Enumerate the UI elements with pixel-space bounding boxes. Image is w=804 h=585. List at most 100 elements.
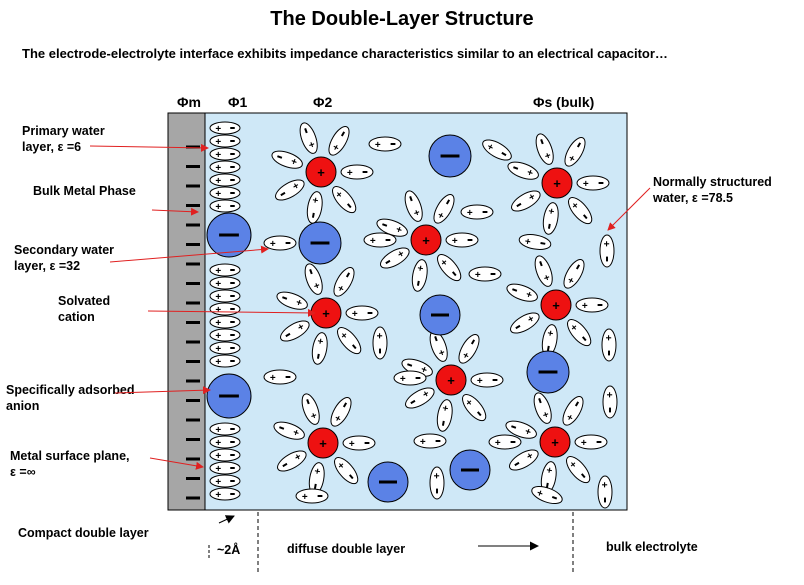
water-molecule: + xyxy=(271,150,303,169)
water-molecule: + xyxy=(506,283,538,302)
water-molecule: + xyxy=(209,487,241,501)
svg-text:+: + xyxy=(347,168,353,179)
water-molecule: + xyxy=(468,266,502,282)
pointer-arrow xyxy=(109,245,269,263)
svg-text:+: + xyxy=(436,348,448,357)
water-molecule: + xyxy=(509,449,539,471)
water-molecule: + xyxy=(209,448,241,462)
water-molecule: + xyxy=(276,291,308,310)
water-molecule: + xyxy=(337,327,362,355)
cation: + xyxy=(305,156,337,188)
label-solvated-line1: Solvated xyxy=(58,294,111,308)
water-molecule: + xyxy=(437,254,462,282)
anion xyxy=(206,373,252,419)
svg-text:+: + xyxy=(437,257,449,269)
water-molecule: + xyxy=(393,370,427,386)
svg-text:+: + xyxy=(603,392,614,398)
water-molecule: + xyxy=(299,122,319,154)
label-primary-water-line2: layer, ε =6 xyxy=(22,140,82,154)
anion xyxy=(526,350,570,394)
water-molecule: + xyxy=(401,358,433,377)
svg-text:+: + xyxy=(270,239,276,250)
water-molecule: + xyxy=(405,387,435,409)
svg-text:+: + xyxy=(337,330,349,342)
svg-text:+: + xyxy=(215,331,221,342)
water-molecule: + xyxy=(311,332,328,365)
svg-text:+: + xyxy=(582,301,588,312)
water-molecule: + xyxy=(568,197,593,225)
svg-text:+: + xyxy=(309,196,321,204)
svg-text:+: + xyxy=(319,436,327,451)
cation: + xyxy=(410,224,442,256)
water-molecule: + xyxy=(342,435,376,451)
water-molecule: + xyxy=(340,164,374,180)
water-molecule: + xyxy=(510,312,540,334)
label-diffuse-layer: diffuse double layer xyxy=(287,542,406,556)
label-metal-surface-line2: ε =∞ xyxy=(10,465,36,479)
svg-text:+: + xyxy=(292,450,303,463)
water-molecule: + xyxy=(535,133,555,165)
svg-text:+: + xyxy=(420,387,431,400)
svg-text:+: + xyxy=(215,464,221,475)
water-molecule: + xyxy=(263,235,297,251)
svg-text:+: + xyxy=(215,124,221,135)
svg-text:+: + xyxy=(215,266,221,277)
cation: + xyxy=(310,297,342,329)
svg-text:+: + xyxy=(215,292,221,303)
water-molecule: + xyxy=(334,457,359,485)
water-molecule: + xyxy=(209,263,241,277)
water-molecule: + xyxy=(345,305,379,321)
svg-text:+: + xyxy=(290,179,301,192)
svg-text:+: + xyxy=(215,176,221,187)
svg-text:+: + xyxy=(568,200,580,212)
water-molecule: + xyxy=(507,161,539,180)
water-molecule: + xyxy=(460,204,494,220)
svg-text:+: + xyxy=(290,155,299,167)
water-molecule: + xyxy=(470,372,504,388)
svg-text:+: + xyxy=(540,410,552,419)
water-molecule: + xyxy=(277,450,307,472)
svg-text:+: + xyxy=(602,335,613,341)
water-molecule: + xyxy=(445,232,479,248)
cation: + xyxy=(541,167,573,199)
svg-text:+: + xyxy=(564,412,577,423)
label-metal-surface: Metal surface plane, ε =∞ xyxy=(10,448,130,480)
svg-text:+: + xyxy=(524,236,532,248)
svg-text:+: + xyxy=(565,275,578,286)
water-molecule: + xyxy=(209,147,241,161)
svg-text:+: + xyxy=(215,438,221,449)
water-molecule: + xyxy=(330,397,352,427)
water-molecule: + xyxy=(576,175,610,191)
label-solvated-cation: Solvated cation xyxy=(58,293,110,325)
water-molecule: + xyxy=(458,334,480,364)
svg-text:+: + xyxy=(215,425,221,436)
header-phi-s: Φs (bulk) xyxy=(533,94,595,110)
label-normal-water: Normally structured water, ε =78.5 xyxy=(653,174,772,206)
water-molecule: + xyxy=(263,369,297,385)
water-molecule: + xyxy=(209,173,241,187)
svg-text:+: + xyxy=(485,141,496,154)
water-molecule: + xyxy=(333,267,355,297)
bottom-markers xyxy=(208,512,574,572)
water-molecule: + xyxy=(566,456,591,484)
svg-text:+: + xyxy=(543,466,555,474)
svg-text:+: + xyxy=(545,207,557,215)
header-phi-1: Φ1 xyxy=(228,94,248,110)
pointer-arrow xyxy=(89,143,209,152)
water-molecule: + xyxy=(562,396,584,426)
header-phi-m: Φm xyxy=(177,94,201,110)
water-molecule: + xyxy=(209,435,241,449)
water-molecule: + xyxy=(597,475,613,509)
anion xyxy=(419,294,461,336)
label-solvated-line2: cation xyxy=(58,310,95,324)
water-molecule: + xyxy=(404,190,424,222)
water-molecule: + xyxy=(533,392,553,424)
svg-text:+: + xyxy=(311,467,323,475)
label-secondary-water: Secondary water layer, ε =32 xyxy=(14,242,114,274)
water-molecule: + xyxy=(518,234,552,250)
water-molecule: + xyxy=(209,276,241,290)
svg-text:+: + xyxy=(332,413,345,424)
svg-text:+: + xyxy=(215,163,221,174)
pointer-arrow xyxy=(607,187,651,231)
svg-text:+: + xyxy=(292,426,301,438)
